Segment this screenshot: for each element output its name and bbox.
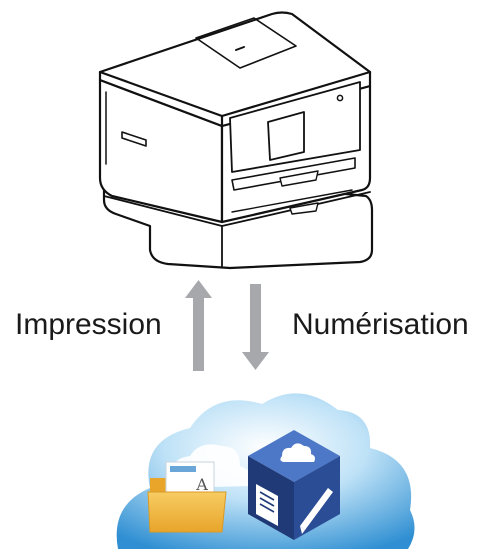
print-arrow bbox=[185, 280, 212, 371]
scan-label: Numérisation bbox=[292, 308, 469, 341]
printer-icon bbox=[98, 11, 374, 270]
print-label: Impression bbox=[15, 308, 162, 341]
scan-arrow bbox=[242, 284, 269, 370]
folder-letter: A bbox=[195, 475, 208, 494]
app-icon bbox=[248, 430, 340, 540]
folder-icon: A bbox=[147, 461, 227, 533]
